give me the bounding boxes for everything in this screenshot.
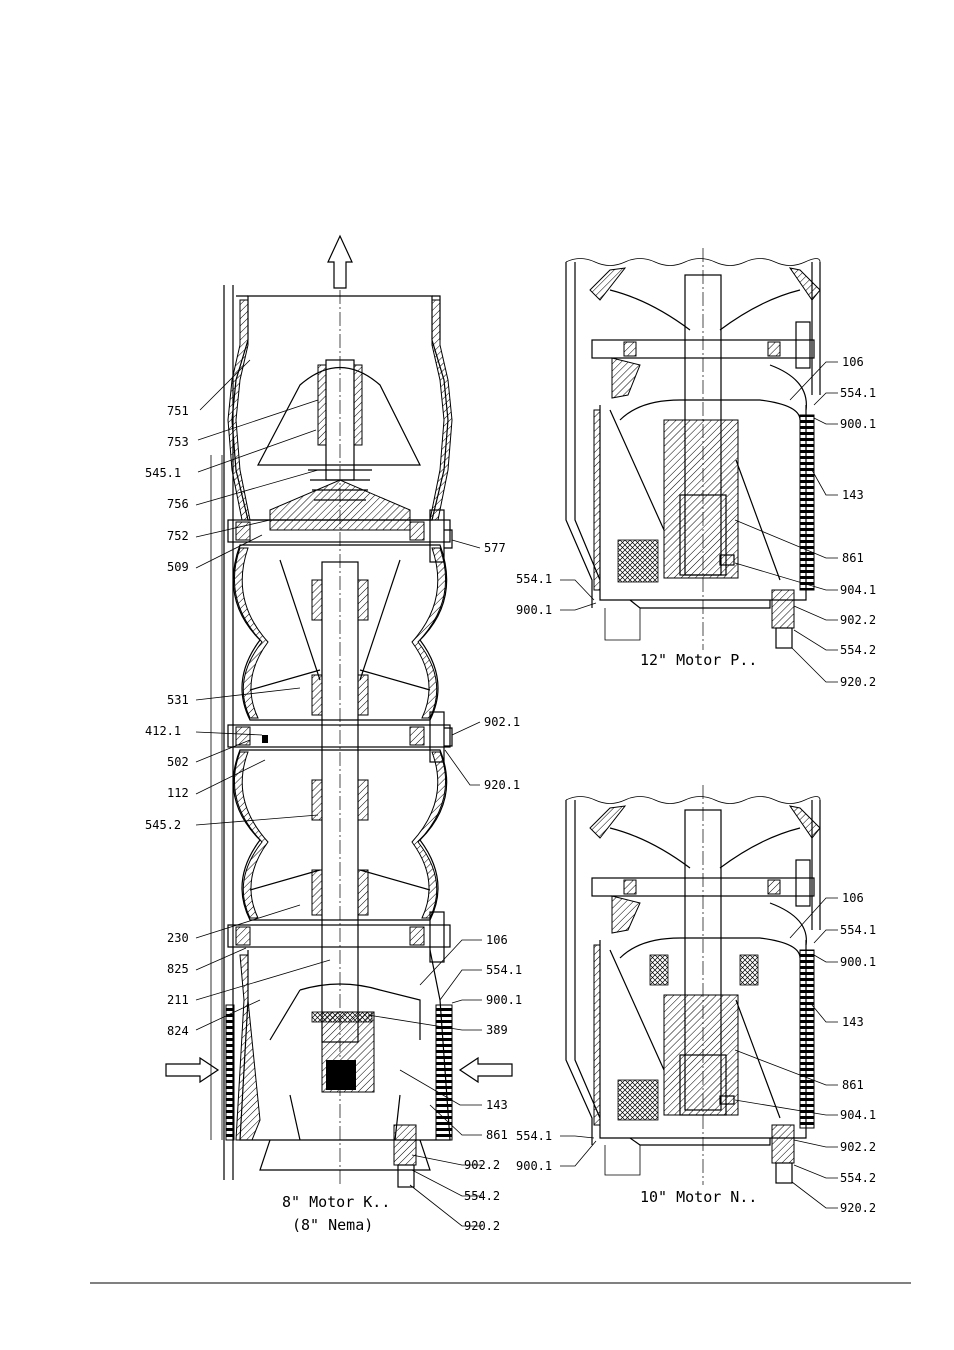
label-554-2: 554.2 bbox=[464, 1189, 500, 1203]
label-12-900-1: 900.1 bbox=[840, 417, 876, 431]
label-12-106: 106 bbox=[842, 355, 864, 369]
label-920-1: 920.1 bbox=[484, 778, 520, 792]
label-12-920-2: 920.2 bbox=[840, 675, 876, 689]
label-412-1: 412.1 bbox=[145, 724, 181, 738]
label-577: 577 bbox=[484, 541, 506, 555]
label-554-1: 554.1 bbox=[486, 963, 522, 977]
label-10-143: 143 bbox=[842, 1015, 864, 1029]
label-10-900-1: 900.1 bbox=[840, 955, 876, 969]
caption-8-inch-nema: (8" Nema) bbox=[292, 1216, 373, 1234]
strainer-12 bbox=[800, 415, 814, 590]
label-10-left-900-1: 900.1 bbox=[516, 1159, 552, 1173]
caption-12-inch-motor: 12" Motor P.. bbox=[640, 651, 757, 669]
label-751: 751 bbox=[167, 404, 189, 418]
label-10-861: 861 bbox=[842, 1078, 864, 1092]
label-509: 509 bbox=[167, 560, 189, 574]
label-389: 389 bbox=[486, 1023, 508, 1037]
flow-arrow-right-icon bbox=[166, 1058, 218, 1082]
label-12-143: 143 bbox=[842, 488, 864, 502]
label-753: 753 bbox=[167, 435, 189, 449]
label-112: 112 bbox=[167, 786, 189, 800]
label-12-554-2: 554.2 bbox=[840, 643, 876, 657]
view-motor-8: 751 753 545.1 756 752 509 531 412.1 502 … bbox=[145, 236, 522, 1234]
label-230: 230 bbox=[167, 931, 189, 945]
caption-10-inch-motor: 10" Motor N.. bbox=[640, 1188, 757, 1206]
label-902-2: 902.2 bbox=[464, 1158, 500, 1172]
flow-arrow-left-icon bbox=[460, 1058, 512, 1082]
label-545-2: 545.2 bbox=[145, 818, 181, 832]
label-756: 756 bbox=[167, 497, 189, 511]
label-10-554-1: 554.1 bbox=[840, 923, 876, 937]
label-545-1: 545.1 bbox=[145, 466, 181, 480]
label-531: 531 bbox=[167, 693, 189, 707]
label-10-554-2: 554.2 bbox=[840, 1171, 876, 1185]
label-10-106: 106 bbox=[842, 891, 864, 905]
label-12-861: 861 bbox=[842, 551, 864, 565]
view-motor-10: 106 554.1 900.1 143 861 904.1 902.2 554.… bbox=[516, 785, 876, 1215]
label-12-left-554-1: 554.1 bbox=[516, 572, 552, 586]
flow-arrow-up-icon bbox=[328, 236, 352, 288]
label-902-1: 902.1 bbox=[484, 715, 520, 729]
label-12-904-1: 904.1 bbox=[840, 583, 876, 597]
strainer-right bbox=[436, 1005, 452, 1140]
label-12-554-1: 554.1 bbox=[840, 386, 876, 400]
caption-8-inch-motor: 8" Motor K.. bbox=[282, 1193, 390, 1211]
strainer-left bbox=[226, 1005, 234, 1140]
label-824: 824 bbox=[167, 1024, 189, 1038]
label-10-904-1: 904.1 bbox=[840, 1108, 876, 1122]
label-825: 825 bbox=[167, 962, 189, 976]
label-10-920-2: 920.2 bbox=[840, 1201, 876, 1215]
label-752: 752 bbox=[167, 529, 189, 543]
label-920-2: 920.2 bbox=[464, 1219, 500, 1233]
view-motor-12: 106 554.1 900.1 143 861 904.1 902.2 554.… bbox=[516, 248, 876, 689]
label-502: 502 bbox=[167, 755, 189, 769]
label-12-902-2: 902.2 bbox=[840, 613, 876, 627]
label-10-902-2: 902.2 bbox=[840, 1140, 876, 1154]
label-143: 143 bbox=[486, 1098, 508, 1112]
label-106: 106 bbox=[486, 933, 508, 947]
label-211: 211 bbox=[167, 993, 189, 1007]
label-10-left-554-1: 554.1 bbox=[516, 1129, 552, 1143]
strainer-10 bbox=[800, 950, 814, 1128]
label-12-left-900-1: 900.1 bbox=[516, 603, 552, 617]
label-861: 861 bbox=[486, 1128, 508, 1142]
label-900-1: 900.1 bbox=[486, 993, 522, 1007]
